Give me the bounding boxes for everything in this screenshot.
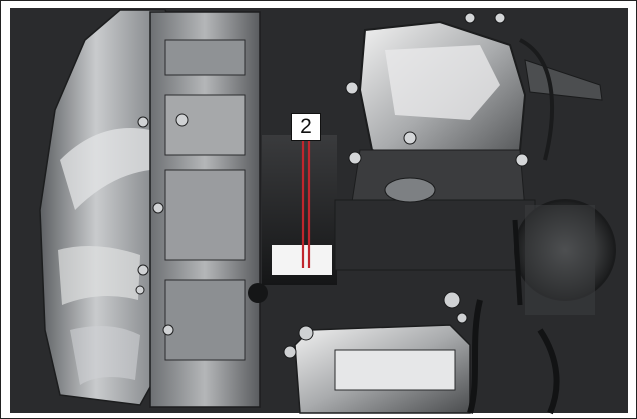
callout-2-label: 2 — [291, 113, 321, 141]
callout-2-marker — [301, 141, 311, 268]
